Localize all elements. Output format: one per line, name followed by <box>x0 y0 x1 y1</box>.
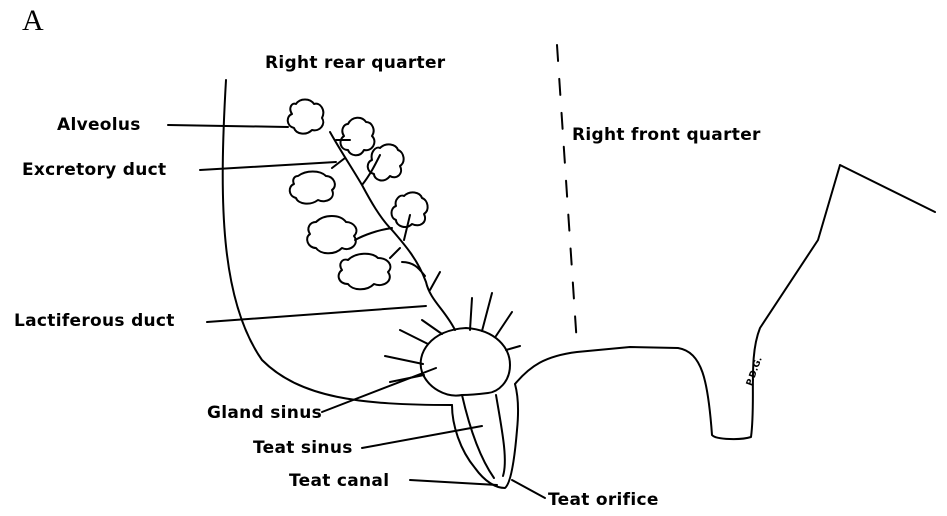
alveolus-cluster-6 <box>307 216 356 253</box>
alveolus-label: Alveolus <box>57 115 141 135</box>
panel-letter: A <box>22 4 44 38</box>
front-quarter-outline <box>515 165 935 439</box>
alveolus-cluster-1 <box>288 100 324 134</box>
teat-canal-label: Teat canal <box>289 471 389 491</box>
teat-sinus-wall <box>462 395 505 478</box>
teat-canal-leader <box>410 480 497 485</box>
alveolus-cluster-2 <box>341 118 375 156</box>
alveolus-leader <box>168 125 288 127</box>
teat-outline <box>452 384 518 488</box>
excretory-duct-label: Excretory duct <box>22 160 166 180</box>
sinus-duct-stubs <box>385 293 520 382</box>
alveolus-cluster-4 <box>290 172 335 204</box>
lactiferous-duct-label: Lactiferous duct <box>14 311 175 331</box>
excretory-duct-leader <box>200 162 336 170</box>
alveolus-cluster-3 <box>368 144 404 180</box>
right-front-quarter-label: Right front quarter <box>572 125 761 145</box>
duct-tree <box>330 132 455 330</box>
alveolus-cluster-7 <box>339 254 391 290</box>
teat-sinus-leader <box>362 426 482 448</box>
teat-sinus-label: Teat sinus <box>253 438 353 458</box>
right-rear-quarter-label: Right rear quarter <box>265 53 446 73</box>
gland-sinus-shape <box>421 328 510 396</box>
quarter-divider-line <box>557 45 577 345</box>
rear-quarter-outline <box>223 80 452 405</box>
gland-sinus-label: Gland sinus <box>207 403 322 423</box>
teat-orifice-leader <box>512 480 545 498</box>
teat-orifice-label: Teat orifice <box>548 490 659 510</box>
alveolus-cluster-5 <box>392 192 428 227</box>
